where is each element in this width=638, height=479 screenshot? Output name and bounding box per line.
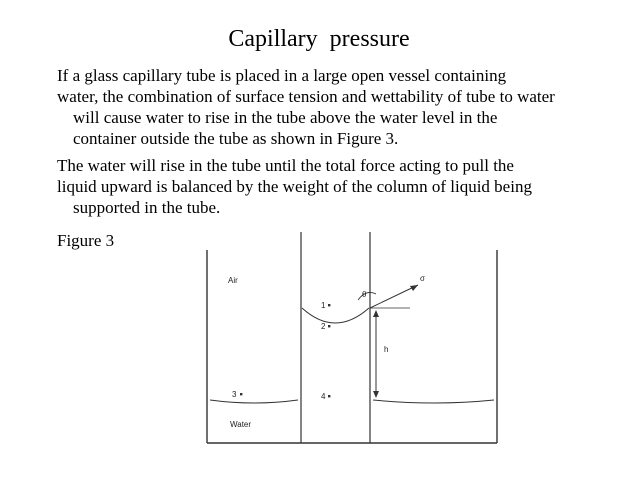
text-line: liquid upward is balanced by the weight … <box>57 177 532 196</box>
height-arrowhead-top <box>373 310 379 317</box>
point-1-label: 1 <box>321 301 326 310</box>
tension-arrowhead <box>410 285 418 291</box>
capillary-tube-figure: Air Water 1 2 3 4 h θ σ <box>198 228 630 478</box>
point-3-marker <box>240 393 243 396</box>
point-3-label: 3 <box>232 390 237 399</box>
outer-water-surface-right <box>372 399 495 404</box>
text-line: If a glass capillary tube is placed in a… <box>57 66 507 85</box>
contact-angle-label: θ <box>362 290 367 299</box>
text-line: supported in the tube. <box>73 198 221 217</box>
slide-title: Capillary pressure <box>228 26 410 52</box>
text-line: Figure 3 <box>57 231 115 250</box>
contact-angle-arc <box>357 292 377 301</box>
figure-caption: Figure 3 <box>57 230 617 251</box>
text-line: container outside the tube as shown in F… <box>73 129 399 148</box>
water-label: Water <box>230 420 252 429</box>
point-4-label: 4 <box>321 392 326 401</box>
paragraph-balance: The water will rise in the tube until th… <box>57 155 617 218</box>
text-line: The water will rise in the tube until th… <box>57 156 514 175</box>
tension-arrow <box>369 284 419 309</box>
text-line: will cause water to rise in the tube abo… <box>73 108 498 127</box>
paragraph-intro: If a glass capillary tube is placed in a… <box>57 65 617 149</box>
outer-water-surface-left <box>209 399 299 404</box>
capillary-diagram <box>206 232 498 444</box>
text-line: water, the combination of surface tensio… <box>57 87 555 106</box>
height-arrowhead-bottom <box>373 391 379 398</box>
meniscus <box>301 307 370 324</box>
point-4-marker <box>328 395 331 398</box>
height-label: h <box>384 345 389 354</box>
point-2-marker <box>328 325 331 328</box>
surface-tension-label: σ <box>420 274 425 283</box>
point-2-label: 2 <box>321 322 326 331</box>
air-label: Air <box>228 276 238 285</box>
point-1-marker <box>328 304 331 307</box>
